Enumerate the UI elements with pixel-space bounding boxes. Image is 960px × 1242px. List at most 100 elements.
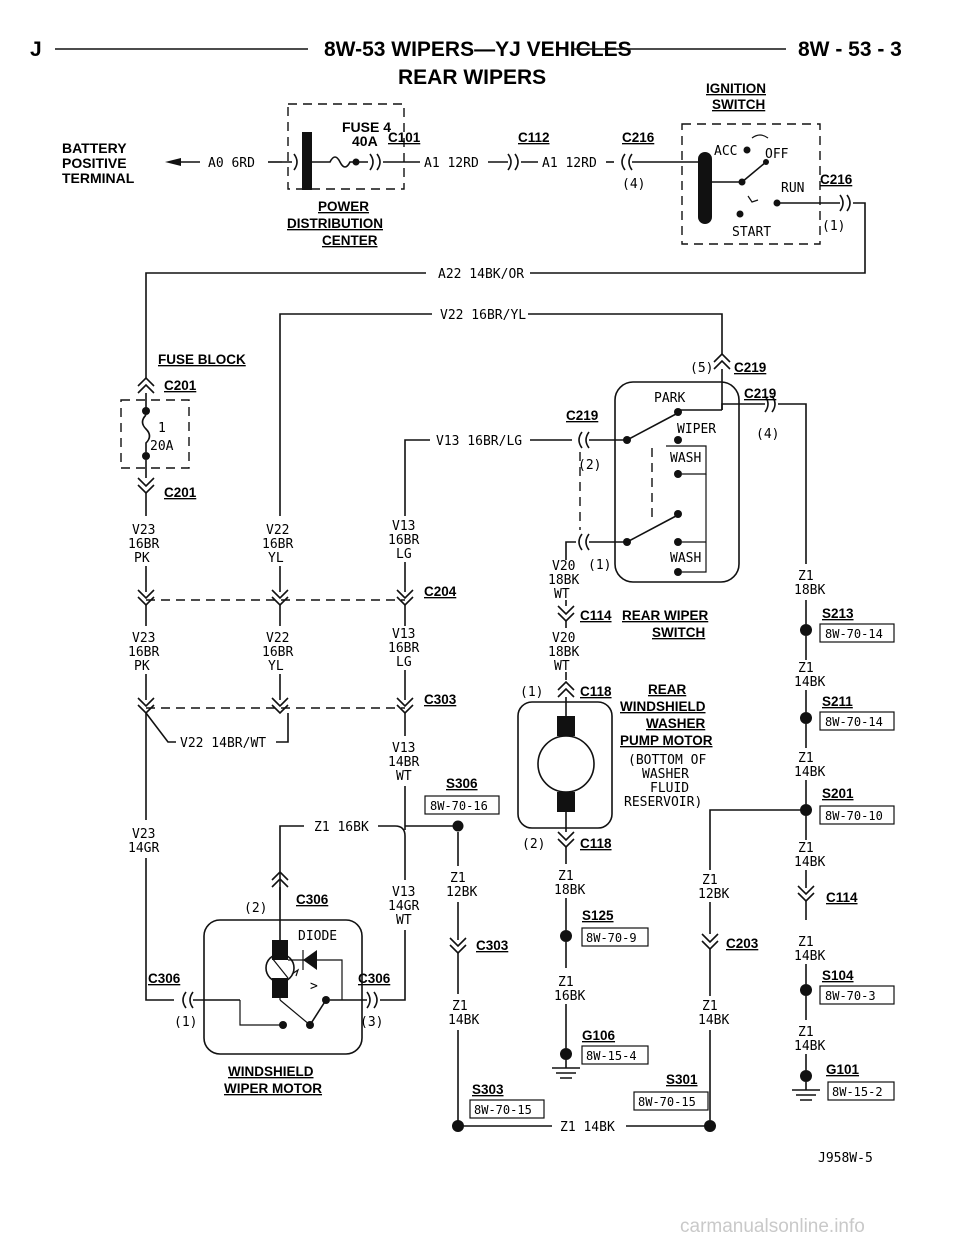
connector-c118-bottom: C118	[580, 836, 612, 851]
ign-off: OFF	[765, 147, 789, 162]
rear-wiper-switch-label: REAR WIPER SWITCH	[622, 608, 709, 640]
diode-icon	[303, 950, 317, 970]
pin-1-ign: (1)	[822, 219, 845, 234]
svg-text:16BR: 16BR	[128, 537, 159, 552]
ref-s104: 8W-70-3	[825, 989, 876, 1003]
svg-text:16BR: 16BR	[262, 537, 293, 552]
svg-text:V23: V23	[132, 827, 155, 842]
pin-2-switch: (2)	[578, 458, 601, 473]
splice-dot-s201	[800, 804, 812, 816]
ground-dot-g101	[800, 1070, 812, 1082]
ref-box-s306	[424, 795, 500, 815]
connector-c114-top: C114	[580, 608, 612, 623]
svg-text:PUMP MOTOR: PUMP MOTOR	[620, 733, 713, 748]
svg-text:Z1: Z1	[798, 661, 814, 676]
splice-dot-s211	[800, 712, 812, 724]
connector-c201-top: C201	[164, 378, 197, 393]
svg-text:Z1: Z1	[798, 569, 814, 584]
svg-text:Z1: Z1	[798, 1025, 814, 1040]
wire-z1-label-m2: Z1 14BK	[448, 999, 479, 1028]
pump-motor-icon	[537, 735, 595, 793]
ref-s211: 8W-70-14	[825, 715, 883, 729]
wire-a0: A0 6RD	[208, 156, 255, 171]
svg-text:18BK: 18BK	[548, 573, 579, 588]
ground-g101: G101	[826, 1062, 860, 1077]
wire-v23-label-3: V23 14GR	[128, 827, 159, 856]
page-header: J 8W-53 WIPERS—YJ VEHICLES 8W - 53 - 3 R…	[30, 38, 902, 89]
wire-v23-label-1: V23 16BR PK	[128, 523, 159, 566]
ground-dot-g106	[560, 1048, 572, 1060]
rear-wiper-switch-box	[614, 381, 740, 583]
connector-c216-in: C216	[622, 130, 655, 145]
wire-v22-wt: V22 14BR/WT	[180, 736, 266, 751]
ignition-switch-box	[681, 123, 821, 245]
fuse4-label: FUSE 4	[342, 119, 391, 135]
wire-z1-label-n2: Z1 14BK	[698, 999, 729, 1028]
wire-z1-label-r6: Z1 14BK	[794, 1025, 825, 1054]
splice-s213: S213	[822, 606, 854, 621]
splice-s104: S104	[822, 968, 854, 983]
splice-dot-s301	[704, 1120, 716, 1132]
svg-text:SWITCH: SWITCH	[652, 625, 705, 640]
diode-label: DIODE	[298, 929, 337, 944]
svg-text:LG: LG	[396, 547, 412, 562]
switch-wiper: WIPER	[677, 422, 716, 437]
svg-text:WASHER: WASHER	[642, 767, 689, 782]
pin-2-motor: (2)	[244, 901, 267, 916]
svg-text:SWITCH: SWITCH	[712, 97, 765, 112]
ign-start: START	[732, 225, 771, 240]
svg-text:CENTER: CENTER	[322, 233, 378, 248]
svg-text:16BR: 16BR	[262, 645, 293, 660]
wire-z1-label-p1: Z1 18BK	[554, 869, 585, 898]
fuse20-rating: 20A	[150, 439, 174, 454]
svg-text:18BK: 18BK	[554, 883, 585, 898]
svg-text:18BK: 18BK	[548, 645, 579, 660]
wire-v23-label-2: V23 16BR PK	[128, 631, 159, 674]
washer-pump-motor-box	[517, 701, 613, 829]
connector-c118-top: C118	[580, 684, 612, 699]
wire-z1-bottom: Z1 14BK	[560, 1120, 615, 1135]
svg-text:Z1: Z1	[558, 975, 574, 990]
connector-c306-left: C306	[148, 971, 181, 986]
svg-text:Z1: Z1	[702, 873, 718, 888]
svg-text:DISTRIBUTION: DISTRIBUTION	[287, 216, 383, 231]
fuse-block-box	[120, 399, 190, 469]
svg-text:YL: YL	[268, 659, 284, 674]
header-left: J	[30, 38, 42, 61]
connector-c201-bottom: C201	[164, 485, 197, 500]
splice-s201: S201	[822, 786, 854, 801]
ref-s301: 8W-70-15	[638, 1095, 696, 1109]
wire-z1-label-r3: Z1 14BK	[794, 751, 825, 780]
wire-z1-label-m1: Z1 12BK	[446, 871, 477, 900]
ignition-bus	[698, 152, 712, 224]
svg-text:PK: PK	[134, 551, 150, 566]
svg-text:14BK: 14BK	[794, 949, 825, 964]
pdc-bus-bar	[302, 132, 312, 190]
wire-z1-label-p2: Z1 16BK	[554, 975, 585, 1004]
pdc-label: POWER DISTRIBUTION CENTER	[287, 199, 383, 248]
svg-text:YL: YL	[268, 551, 284, 566]
svg-text:BATTERY: BATTERY	[62, 140, 127, 156]
svg-text:12BK: 12BK	[446, 885, 477, 900]
switch-park: PARK	[654, 391, 685, 406]
svg-text:16BR: 16BR	[388, 641, 419, 656]
svg-text:V22: V22	[266, 631, 289, 646]
fuse20-number: 1	[158, 421, 166, 436]
power-distribution-center-box	[287, 103, 405, 190]
fuse-block-label: FUSE BLOCK	[158, 352, 246, 367]
ign-acc: ACC	[714, 144, 737, 159]
svg-text:Z1: Z1	[558, 869, 574, 884]
svg-text:14BK: 14BK	[698, 1013, 729, 1028]
svg-text:(BOTTOM OF: (BOTTOM OF	[628, 753, 706, 768]
pin-3-motor: (3)	[360, 1015, 383, 1030]
connector-c303-top: C303	[424, 692, 457, 707]
ref-g106: 8W-15-4	[586, 1049, 637, 1063]
pin-5-switch: (5)	[690, 361, 713, 376]
svg-text:FLUID: FLUID	[650, 781, 689, 796]
splice-dot-s104	[800, 984, 812, 996]
ref-s303: 8W-70-15	[474, 1103, 532, 1117]
connector-c204: C204	[424, 584, 457, 599]
pin-1-switch: (1)	[588, 558, 611, 573]
wire-v13-label-1: V13 16BR LG	[388, 519, 419, 562]
wire-v13-label-3: V13 14BR WT	[388, 741, 419, 784]
